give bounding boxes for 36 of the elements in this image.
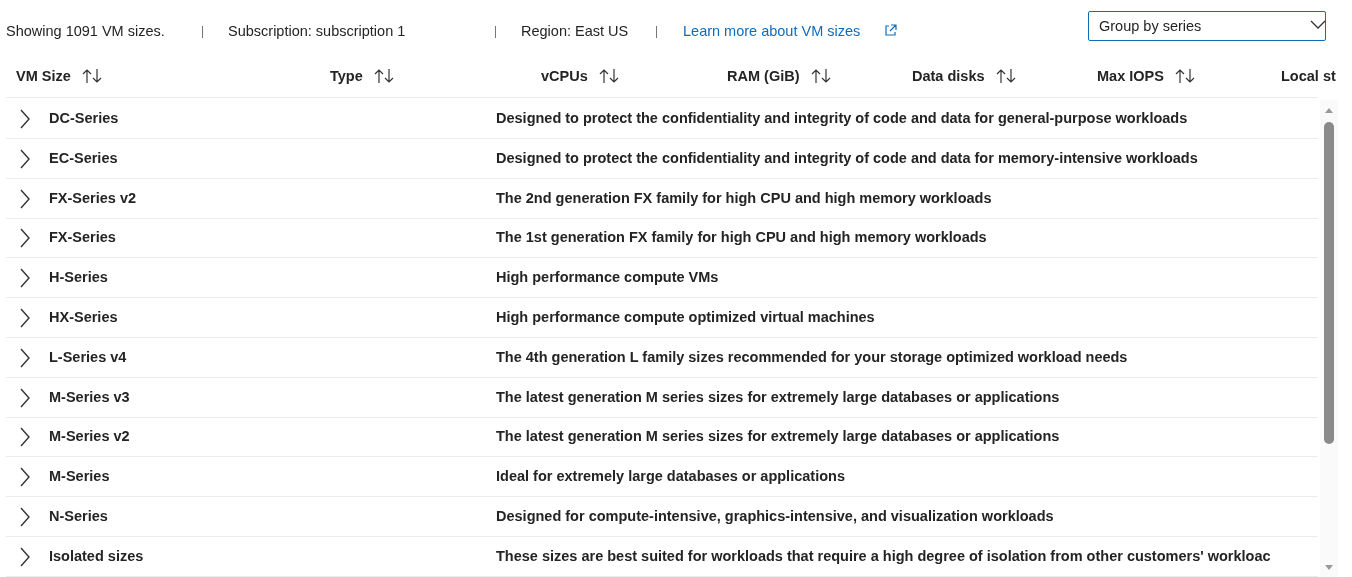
series-name: M-Series v2	[49, 428, 130, 445]
series-name: Isolated sizes	[49, 547, 144, 564]
series-name: DC-Series	[49, 110, 119, 126]
info-text: Showing 1091 VM sizes.	[6, 23, 165, 39]
series-description: High performance compute optimized virtual machines	[496, 309, 875, 325]
info-text: Region: East US	[521, 23, 629, 39]
series-name: N-Series	[49, 508, 108, 524]
series-description: These sizes are best suited for workloads that require a high degree of isolation from other customers' workloac	[496, 547, 1271, 564]
series-description: The 4th generation L family sizes recommended for your storage optimized workload needs	[496, 348, 1128, 365]
series-description: The 2nd generation FX family for high CPU and high memory workloads	[496, 189, 992, 206]
series-name: L-Series v4	[49, 348, 127, 365]
series-name: H-Series	[49, 269, 108, 286]
series-name: EC-Series	[49, 149, 118, 166]
column-header: Max IOPS	[1097, 68, 1164, 84]
series-name: M-Series v3	[49, 388, 130, 405]
info-text: Subscription: subscription 1	[228, 23, 406, 39]
series-name: FX-Series	[49, 229, 116, 246]
series-name: M-Series	[49, 468, 110, 485]
dropdown-field: Group by series	[1088, 11, 1326, 41]
series-name: FX-Series v2	[49, 189, 137, 206]
series-description: Designed to protect the confidentiality and integrity of code and data for general-purpose workloads	[496, 110, 1188, 126]
column-header: Data disks	[912, 68, 985, 84]
column-header: Type	[330, 68, 363, 84]
series-description: Designed for compute-intensive, graphics-intensive, and visualization workloads	[496, 508, 1054, 524]
series-description: The 1st generation FX family for high CPU and high memory workloads	[496, 229, 987, 246]
series-description: Ideal for extremely large databases or applications	[496, 468, 845, 485]
series-name: HX-Series	[49, 309, 118, 325]
column-header: Local st	[1281, 68, 1336, 84]
series-description: High performance compute VMs	[496, 269, 719, 286]
series-description: The latest generation M series sizes for extremely large databases or applications	[496, 428, 1060, 445]
link: Learn more about VM sizes	[683, 23, 861, 39]
column-header: VM Size	[16, 68, 71, 84]
column-header: vCPUs	[541, 68, 588, 84]
column-header: RAM (GiB)	[727, 68, 800, 84]
series-description: Designed to protect the confidentiality and integrity of code and data for memory-intensive workloads	[496, 149, 1198, 166]
series-description: The latest generation M series sizes for extremely large databases or applications	[496, 388, 1060, 405]
